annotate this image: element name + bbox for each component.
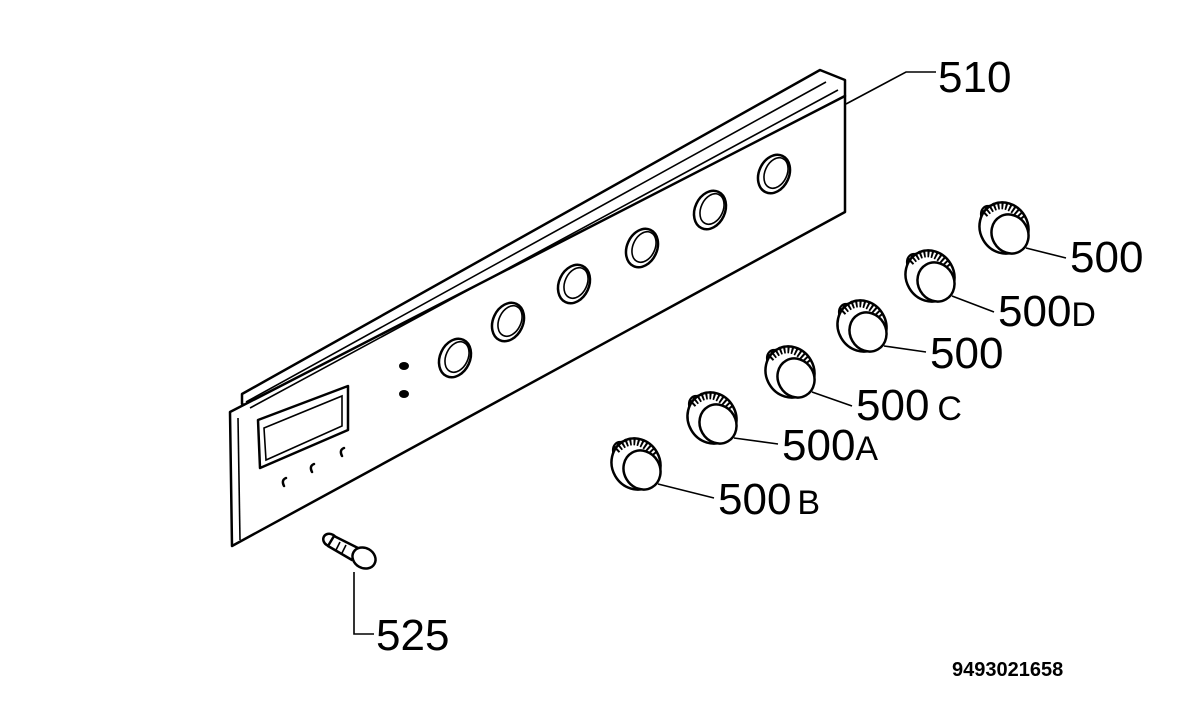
callout-500b-number: 500	[718, 475, 791, 524]
callout-500c-number: 500	[856, 381, 929, 430]
screw	[321, 532, 377, 635]
callout-500d: 500D	[998, 287, 1096, 336]
knob-hole	[624, 227, 660, 269]
callout-500a: 500A	[782, 421, 878, 470]
drawing-number: 9493021658	[952, 659, 1063, 681]
callout-500c-suffix: C	[937, 390, 962, 428]
callout-500-top-number: 500	[1070, 233, 1143, 282]
callout-500a-suffix: A	[855, 430, 878, 468]
knob-holes	[437, 153, 792, 379]
knob-500b	[602, 429, 715, 498]
callout-500a-number: 500	[782, 421, 855, 470]
knobs	[602, 193, 1067, 498]
callout-500d-number: 500	[998, 287, 1071, 336]
callout-510: 510	[938, 53, 1011, 102]
leader-line-510	[845, 71, 936, 105]
callout-500b-suffix: B	[797, 484, 820, 522]
knob-hole	[490, 301, 526, 343]
callout-525: 525	[376, 611, 449, 660]
callout-500-middle: 500	[930, 329, 1003, 378]
small-holes	[399, 362, 409, 398]
knob-hole	[556, 263, 592, 305]
callout-500-middle-number: 500	[930, 329, 1003, 378]
knob-hole	[756, 153, 792, 195]
knob-500	[970, 193, 1067, 262]
callout-500d-suffix: D	[1071, 296, 1096, 334]
knob-hole	[692, 189, 728, 231]
control-panel	[228, 68, 936, 548]
callout-500-top: 500	[1070, 233, 1143, 282]
knob-500d	[896, 241, 995, 312]
knob-hole	[437, 337, 473, 379]
display-window	[256, 384, 350, 470]
knob-500-second	[828, 291, 927, 360]
knob-500a	[678, 383, 779, 452]
leader-line-525	[353, 572, 374, 635]
knob-500c	[756, 337, 853, 406]
indicator-marks	[281, 446, 346, 488]
